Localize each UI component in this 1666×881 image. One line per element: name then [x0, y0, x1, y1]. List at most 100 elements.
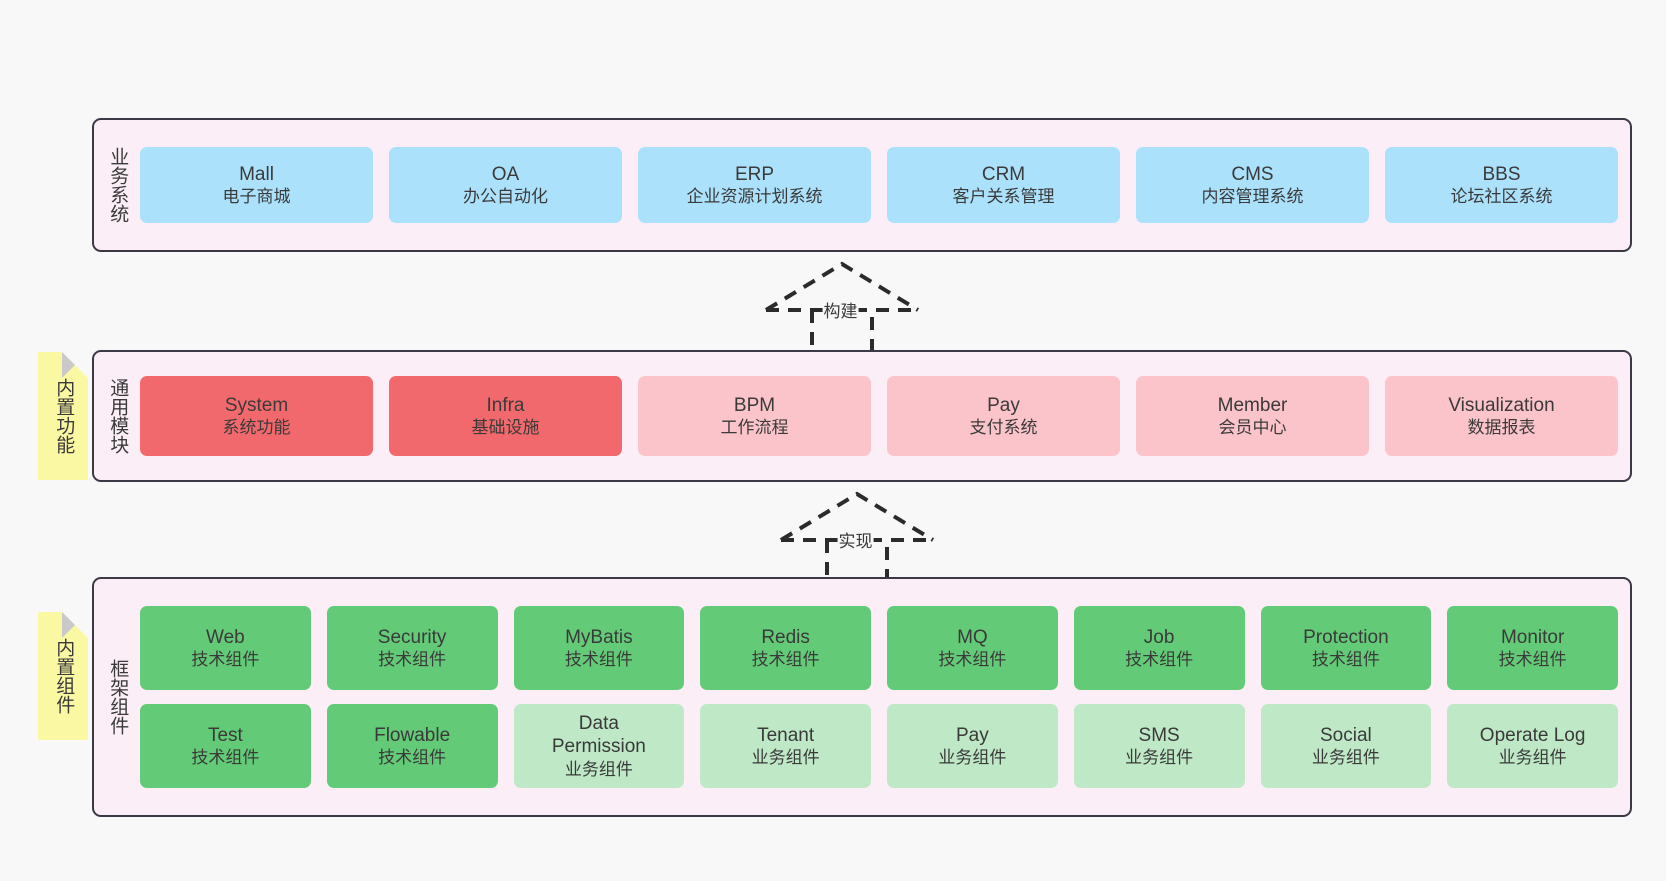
- node-title: Data Permission: [551, 712, 646, 758]
- node-subtitle: 工作流程: [720, 418, 789, 438]
- node-title: Social: [1320, 724, 1372, 746]
- node-subtitle: 论坛社区系统: [1450, 187, 1553, 207]
- layer-body-business-system: Mall 电子商城 OA 办公自动化 ERP 企业资源计划系统 CRM 客户关系…: [140, 120, 1630, 250]
- layer-title-framework-component: 框架组件: [107, 659, 129, 735]
- node-subtitle: 办公自动化: [463, 187, 548, 207]
- node-subtitle: 技术组件: [1498, 650, 1567, 670]
- node-title: Visualization: [1448, 394, 1555, 416]
- layer-common-module: 通用模块 System 系统功能 Infra 基础设施 BPM 工作流程 Pay…: [92, 350, 1632, 482]
- node-mybatis[interactable]: MyBatis 技术组件: [513, 606, 685, 690]
- node-title: Member: [1217, 394, 1288, 416]
- node-subtitle: 技术组件: [191, 748, 260, 768]
- node-tenant[interactable]: Tenant 业务组件: [700, 704, 871, 788]
- node-monitor[interactable]: Monitor 技术组件: [1447, 606, 1618, 690]
- note-label: 内置功能: [53, 378, 75, 454]
- node-subtitle: 技术组件: [1311, 650, 1380, 670]
- node-member[interactable]: Member 会员中心: [1136, 376, 1369, 456]
- node-system[interactable]: System 系统功能: [140, 376, 373, 456]
- node-sms[interactable]: SMS 业务组件: [1073, 704, 1245, 788]
- node-crm[interactable]: CRM 客户关系管理: [887, 147, 1120, 223]
- connector-implement-label: 实现: [837, 532, 874, 553]
- node-cms[interactable]: CMS 内容管理系统: [1136, 147, 1369, 223]
- node-infra[interactable]: Infra 基础设施: [389, 376, 622, 456]
- node-web[interactable]: Web 技术组件: [140, 606, 311, 690]
- node-subtitle: 客户关系管理: [952, 187, 1055, 207]
- node-bpm[interactable]: BPM 工作流程: [638, 376, 871, 456]
- node-social[interactable]: Social 业务组件: [1260, 704, 1432, 788]
- node-visualization[interactable]: Visualization 数据报表: [1385, 376, 1618, 456]
- node-title: Infra: [486, 394, 525, 416]
- node-title: MyBatis: [565, 626, 633, 648]
- node-subtitle: 业务组件: [938, 748, 1007, 768]
- node-subtitle: 基础设施: [471, 418, 540, 438]
- node-test[interactable]: Test 技术组件: [140, 704, 311, 788]
- note-built-in-function: 内置功能: [38, 352, 88, 480]
- node-mq[interactable]: MQ 技术组件: [887, 606, 1058, 690]
- node-title: Security: [377, 626, 447, 648]
- node-subtitle: 数据报表: [1467, 418, 1536, 438]
- node-title: Pay: [987, 394, 1020, 416]
- layer-framework-component: 框架组件 Web 技术组件 Security 技术组件 MyBatis 技术组件…: [92, 577, 1632, 817]
- layer-row: Web 技术组件 Security 技术组件 MyBatis 技术组件 Redi…: [140, 606, 1618, 690]
- node-oa[interactable]: OA 办公自动化: [389, 147, 622, 223]
- node-title: BBS: [1482, 163, 1521, 185]
- node-redis[interactable]: Redis 技术组件: [700, 606, 871, 690]
- node-subtitle: 系统功能: [222, 418, 291, 438]
- node-subtitle: 技术组件: [1125, 650, 1194, 670]
- node-subtitle: 业务组件: [1125, 748, 1194, 768]
- connector-build: 构建: [762, 258, 922, 358]
- node-title: CRM: [981, 163, 1026, 185]
- note-built-in-component: 内置组件: [38, 612, 88, 740]
- node-subtitle: 业务组件: [751, 748, 820, 768]
- layer-row: Mall 电子商城 OA 办公自动化 ERP 企业资源计划系统 CRM 客户关系…: [140, 147, 1618, 223]
- node-subtitle: 支付系统: [969, 418, 1038, 438]
- node-title: CMS: [1231, 163, 1274, 185]
- node-subtitle: 内容管理系统: [1201, 187, 1304, 207]
- node-protection[interactable]: Protection 技术组件: [1260, 606, 1432, 690]
- node-title: BPM: [733, 394, 776, 416]
- layer-body-framework-component: Web 技术组件 Security 技术组件 MyBatis 技术组件 Redi…: [140, 579, 1630, 815]
- node-subtitle: 企业资源计划系统: [686, 187, 823, 207]
- node-title: Flowable: [374, 724, 451, 746]
- node-title: Job: [1143, 626, 1175, 648]
- node-subtitle: 电子商城: [222, 187, 291, 207]
- node-title: MQ: [957, 626, 988, 648]
- node-title: System: [224, 394, 289, 416]
- layer-body-common-module: System 系统功能 Infra 基础设施 BPM 工作流程 Pay 支付系统…: [140, 352, 1630, 480]
- node-subtitle: 业务组件: [1498, 748, 1567, 768]
- connector-build-label: 构建: [822, 302, 859, 323]
- node-title: Web: [206, 626, 245, 648]
- node-title: SMS: [1138, 724, 1180, 746]
- node-subtitle: 业务组件: [1311, 748, 1380, 768]
- node-flowable[interactable]: Flowable 技术组件: [326, 704, 498, 788]
- node-subtitle: 技术组件: [378, 650, 447, 670]
- node-subtitle: 会员中心: [1218, 418, 1287, 438]
- node-subtitle: 技术组件: [751, 650, 820, 670]
- node-subtitle: 技术组件: [938, 650, 1007, 670]
- layer-title-common-module: 通用模块: [107, 378, 129, 454]
- node-pay-component[interactable]: Pay 业务组件: [887, 704, 1058, 788]
- node-subtitle: 技术组件: [191, 650, 260, 670]
- connector-implement: 实现: [777, 488, 937, 588]
- node-subtitle: 技术组件: [378, 748, 447, 768]
- node-title: Pay: [956, 724, 989, 746]
- node-data-permission[interactable]: Data Permission 业务组件: [513, 704, 685, 788]
- node-mall[interactable]: Mall 电子商城: [140, 147, 373, 223]
- node-title: Operate Log: [1479, 724, 1586, 746]
- node-operate-log[interactable]: Operate Log 业务组件: [1447, 704, 1618, 788]
- node-erp[interactable]: ERP 企业资源计划系统: [638, 147, 871, 223]
- node-subtitle: 业务组件: [564, 760, 633, 779]
- node-title: ERP: [734, 163, 775, 185]
- node-subtitle: 技术组件: [564, 650, 633, 670]
- layer-row: System 系统功能 Infra 基础设施 BPM 工作流程 Pay 支付系统…: [140, 376, 1618, 456]
- node-bbs[interactable]: BBS 论坛社区系统: [1385, 147, 1618, 223]
- node-title: OA: [491, 163, 520, 185]
- node-pay-module[interactable]: Pay 支付系统: [887, 376, 1120, 456]
- node-job[interactable]: Job 技术组件: [1073, 606, 1245, 690]
- node-title: Redis: [761, 626, 810, 648]
- layer-row: Test 技术组件 Flowable 技术组件 Data Permission …: [140, 704, 1618, 788]
- node-security[interactable]: Security 技术组件: [326, 606, 498, 690]
- note-label: 内置组件: [53, 638, 75, 714]
- node-title: Protection: [1303, 626, 1389, 648]
